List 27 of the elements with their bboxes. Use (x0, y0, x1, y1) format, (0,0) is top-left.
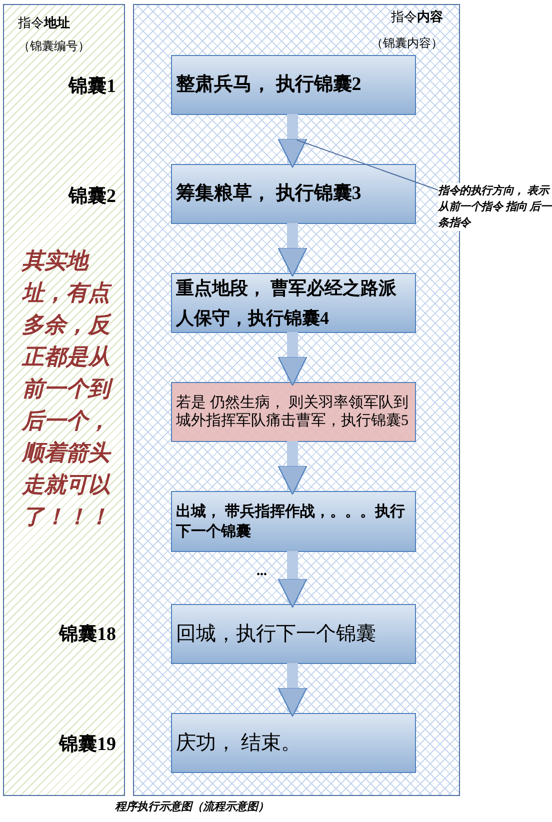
address-label: 锦囊19 (59, 733, 116, 757)
process-box: 庆功， 结束。 (171, 713, 416, 773)
process-box: 回城，执行下一个锦囊 (171, 604, 416, 664)
edge-label: ... (256, 565, 267, 579)
flow-arrow (278, 441, 308, 495)
process-box: 重点地段， 曹军必经之路派人保守，执行锦囊4 (171, 273, 416, 333)
flow-arrow (278, 551, 308, 608)
swimlane-panel (3, 4, 125, 796)
column-subheading: （锦囊编号） (18, 38, 90, 55)
flow-arrow (278, 223, 308, 277)
address-label: 锦囊18 (59, 623, 116, 647)
swimlane-panel (133, 4, 460, 796)
process-box: 筹集粮草， 执行锦囊3 (171, 164, 416, 224)
process-box: 出城， 带兵指挥作战，。。。执行下一个锦囊 (171, 491, 416, 552)
column-heading: 指令地址 (18, 14, 70, 32)
flow-arrow (278, 114, 308, 168)
address-label: 锦囊1 (68, 75, 116, 99)
address-label: 锦囊2 (68, 185, 116, 209)
annotation-text: 指令的执行方向， 表示从前一个指令 指向 后一条指令 (438, 183, 552, 231)
column-heading: 指令内容 (391, 8, 443, 26)
process-box: 整肃兵马， 执行锦囊2 (171, 55, 416, 115)
flow-arrow (278, 663, 308, 717)
process-box: 若是 仍然生病， 则关羽率领军队到城外指挥军队痛击曹军，执行锦囊5 (171, 382, 416, 442)
note-text: 其实地址，有点多余，反正都是从前一个到后一个，顺着箭头走就可以了！！！ (22, 245, 114, 533)
column-subheading: （锦囊内容） (371, 35, 443, 52)
caption: 程序执行示意图（流程示意图） (115, 800, 269, 815)
flow-arrow (278, 332, 308, 386)
